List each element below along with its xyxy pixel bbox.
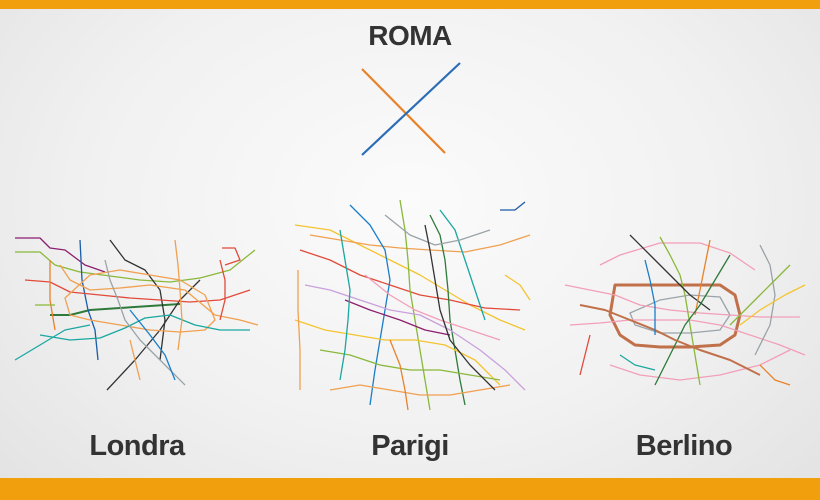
parigi-label: Parigi <box>371 430 449 462</box>
londra-label: Londra <box>89 430 185 462</box>
berlino-metro-map <box>564 234 806 386</box>
roma-line-a <box>361 68 446 154</box>
roma-title: ROMA <box>368 20 452 51</box>
top-accent-bar <box>0 0 820 9</box>
londra-metro-map <box>14 237 259 391</box>
parigi-metro-map <box>294 199 531 411</box>
roma-metro-map <box>361 62 461 156</box>
roma-line-b <box>361 62 461 156</box>
berlino-label: Berlino <box>635 430 733 462</box>
bottom-accent-bar <box>0 478 820 500</box>
